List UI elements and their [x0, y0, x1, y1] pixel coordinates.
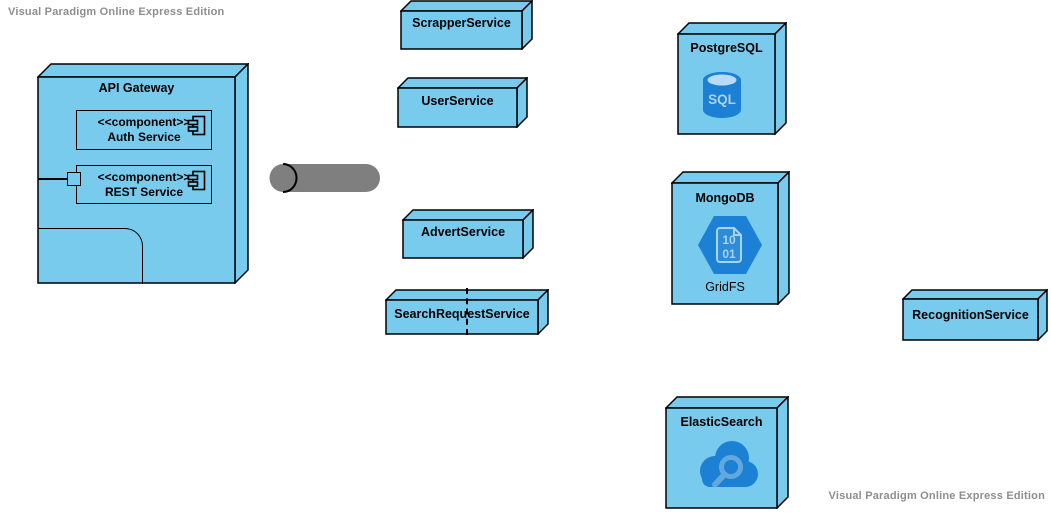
- node-3d-box: [385, 289, 549, 335]
- port-connector-line: [38, 178, 68, 180]
- postgresql-title: PostgreSQL: [690, 41, 763, 55]
- user-service-title: UserService: [421, 94, 494, 108]
- component-rest-service[interactable]: <<component>> REST Service: [76, 165, 212, 204]
- node-user-service[interactable]: UserService: [397, 77, 528, 128]
- sql-database-icon: SQL: [703, 72, 741, 118]
- watermark-bottom-right: Visual Paradigm Online Express Edition: [828, 490, 1045, 502]
- node-3d-box: [37, 63, 249, 284]
- component-icon: [187, 115, 206, 136]
- node-advert-service[interactable]: AdvertService: [402, 209, 534, 259]
- node-postgresql[interactable]: PostgreSQL SQL: [677, 22, 787, 135]
- node-recognition-service[interactable]: RecognitionService: [902, 289, 1048, 341]
- rest-service-stereotype: <<component>>: [97, 170, 191, 184]
- rest-service-name: REST Service: [104, 185, 184, 199]
- node-3d-box: [397, 77, 528, 128]
- component-icon: [187, 170, 206, 191]
- cloud-search-icon: [700, 441, 758, 488]
- auth-service-stereotype: <<component>>: [97, 115, 191, 129]
- recognition-service-title: RecognitionService: [912, 308, 1029, 322]
- node-3d-box: [402, 209, 534, 259]
- scrapper-service-title: ScrapperService: [412, 16, 511, 30]
- node-3d-box: [400, 0, 533, 50]
- mongodb-title: MongoDB: [695, 191, 755, 205]
- node-3d-box: [902, 289, 1048, 341]
- cylinder-connector[interactable]: [268, 163, 382, 193]
- rest-service-port[interactable]: [67, 172, 81, 186]
- component-auth-service[interactable]: <<component>> Auth Service: [76, 110, 212, 150]
- advert-service-title: AdvertService: [420, 225, 506, 239]
- rest-service-label: <<component>> REST Service: [77, 166, 211, 200]
- node-search-request-service[interactable]: SearchRequestService: [385, 289, 549, 335]
- gridfs-binary-line-2: 01: [722, 247, 736, 261]
- auth-service-name: Auth Service: [107, 130, 181, 144]
- auth-service-label: <<component>> Auth Service: [77, 111, 211, 145]
- api-gateway-content: API Gateway <<component>> Auth Service <…: [38, 77, 235, 284]
- node-mongodb[interactable]: MongoDB 10 01 GridFS: [671, 171, 790, 305]
- search-request-service-title: SearchRequestService: [394, 307, 530, 321]
- sql-icon-label: SQL: [708, 92, 736, 107]
- cylinder-shape: [269, 163, 380, 193]
- dashed-lifeline: [466, 288, 468, 335]
- gridfs-binary-line-1: 10: [722, 233, 736, 247]
- watermark-top-left: Visual Paradigm Online Express Edition: [8, 6, 225, 18]
- gridfs-hexagon-icon: 10 01: [698, 216, 762, 274]
- nested-rounded-shape[interactable]: [38, 228, 143, 284]
- node-api-gateway[interactable]: API Gateway <<component>> Auth Service <…: [37, 63, 249, 284]
- elasticsearch-title: ElasticSearch: [680, 415, 763, 429]
- api-gateway-title: API Gateway: [98, 81, 175, 95]
- gridfs-label: GridFS: [705, 280, 745, 294]
- node-scrapper-service[interactable]: ScrapperService: [400, 0, 533, 50]
- node-elasticsearch[interactable]: ElasticSearch: [665, 396, 789, 509]
